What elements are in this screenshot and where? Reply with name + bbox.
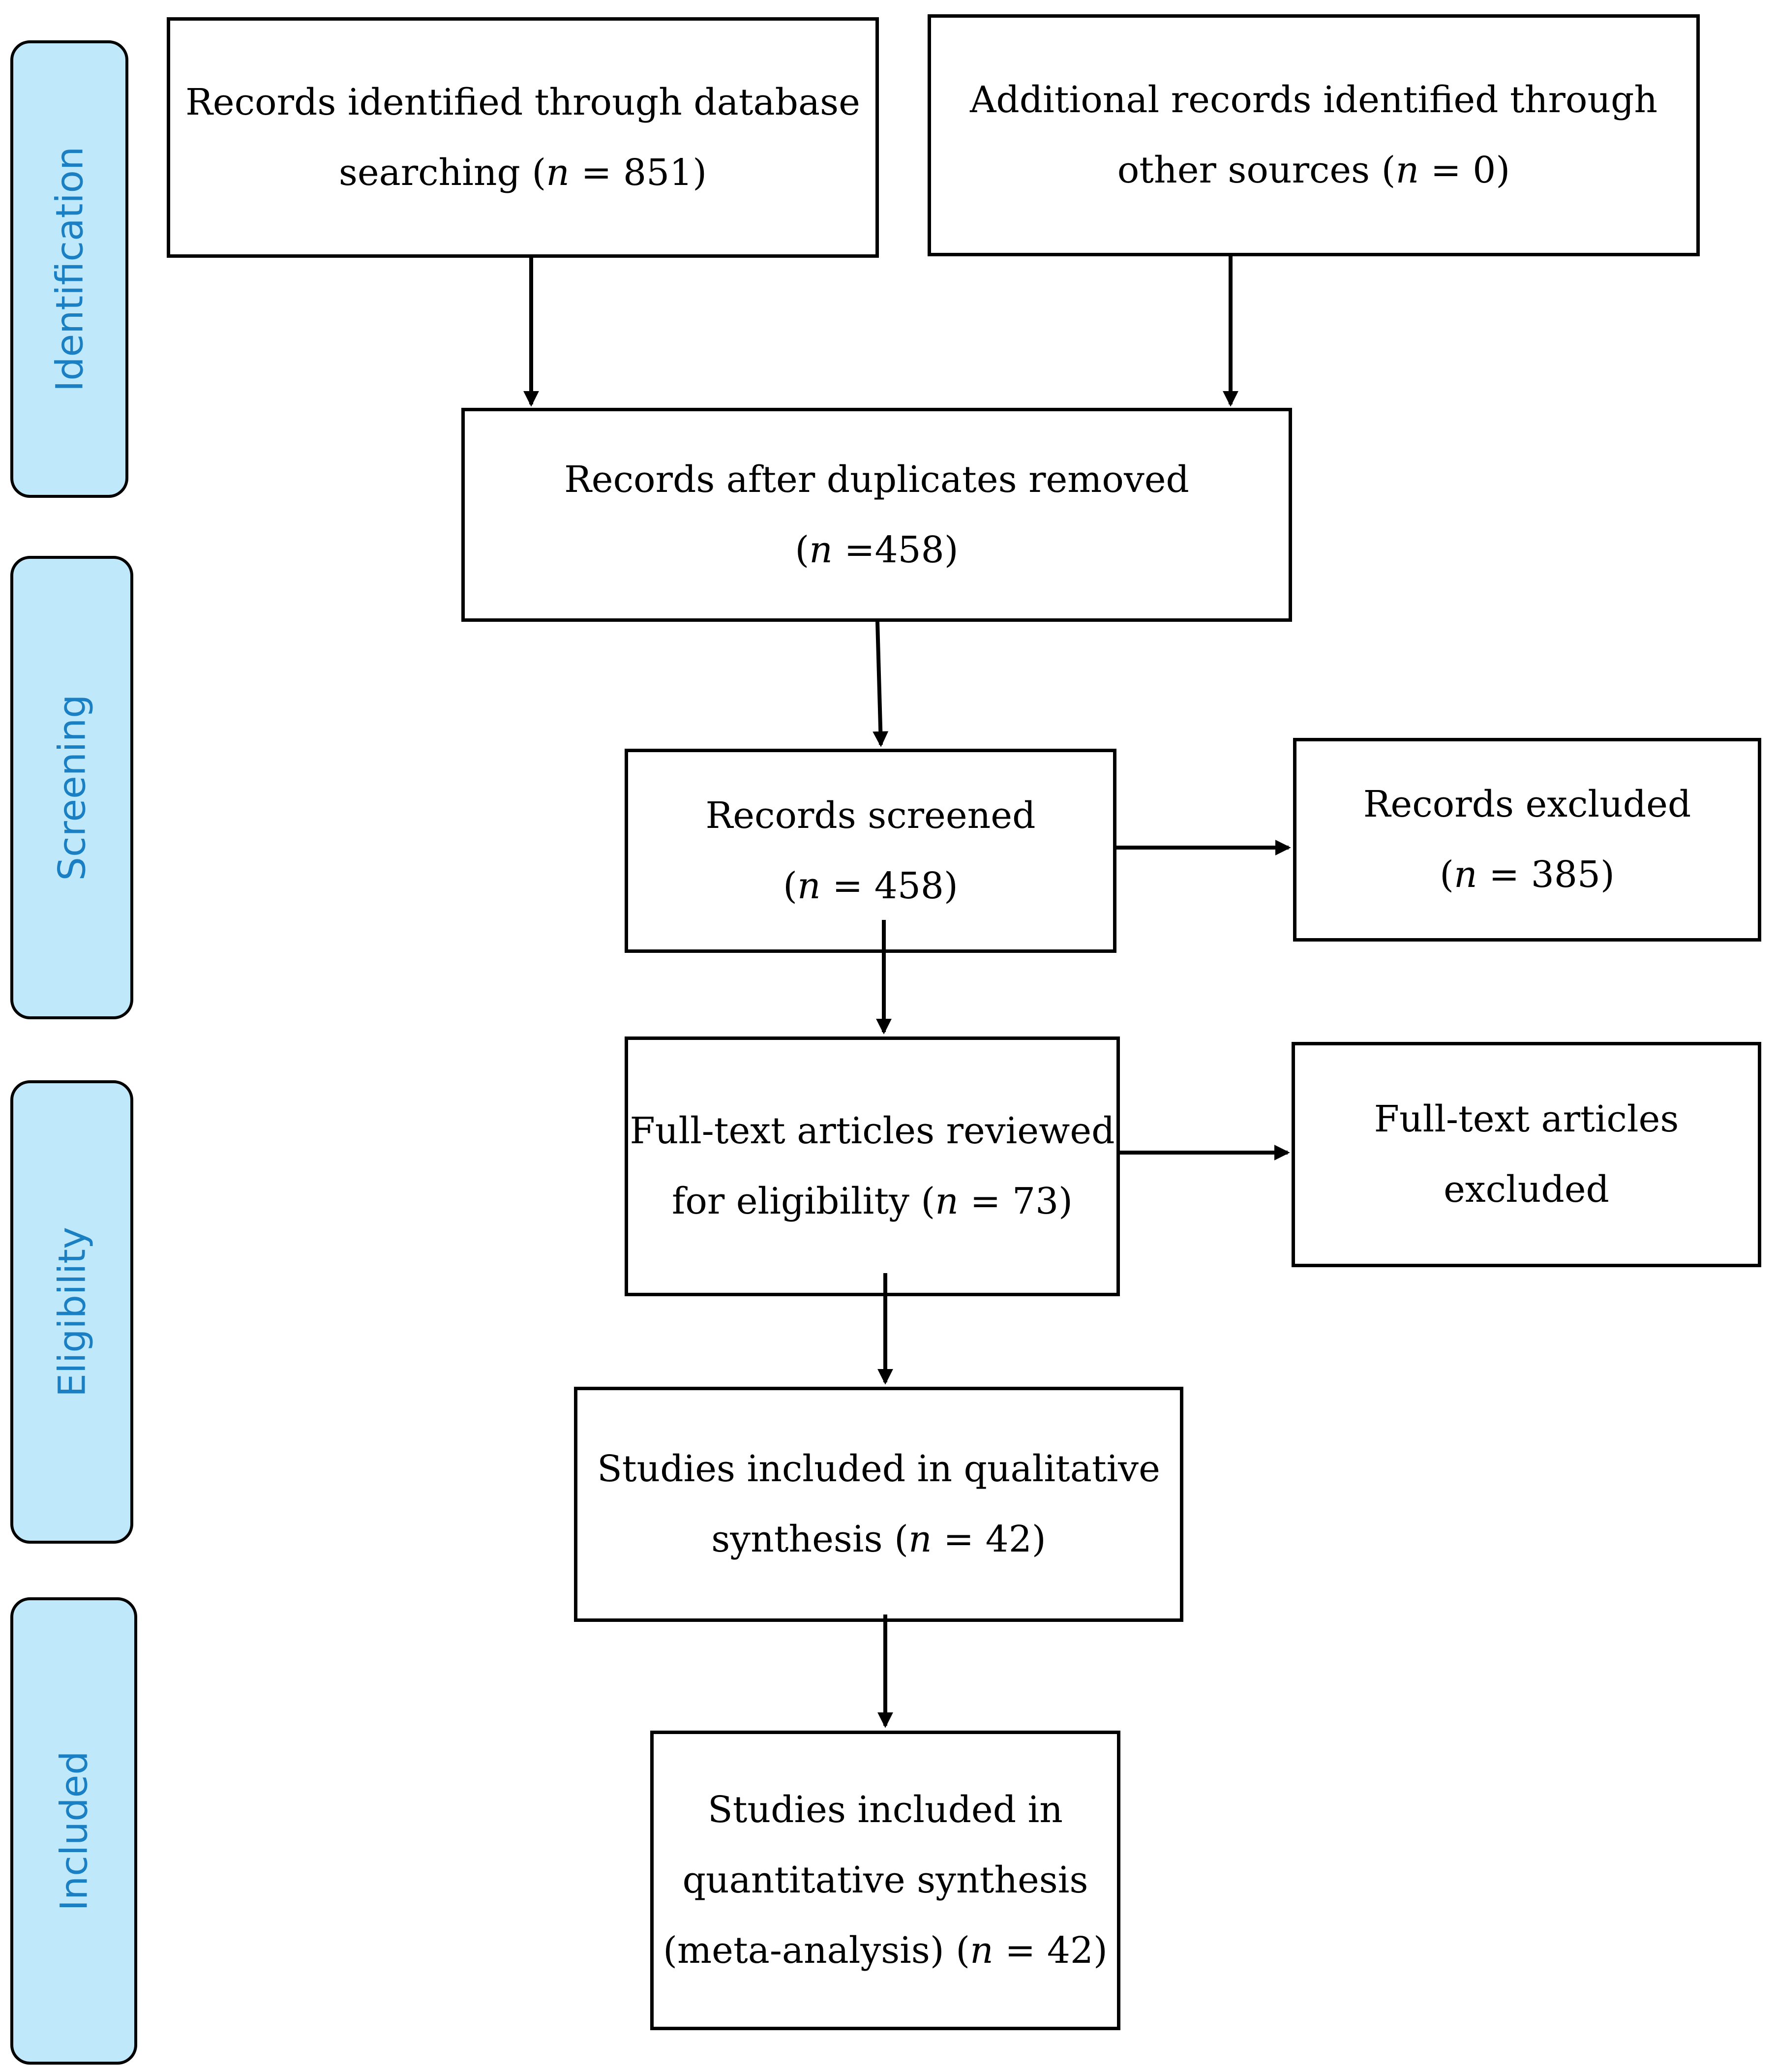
box-line: (n = 385) [1440,853,1615,896]
box-quantitative-synthesis: Studies included in quantitative synthes… [650,1731,1120,2030]
stage-included: Included [10,1597,137,2065]
box-line: Records after duplicates removed [564,458,1189,501]
box-line: (meta-analysis) (n = 42) [663,1929,1108,1972]
box-line: Additional records identified through [969,79,1658,121]
box-fulltext-excluded: Full-text articles excluded [1292,1042,1761,1267]
box-other-sources: Additional records identified through ot… [928,14,1700,256]
box-line: (n =458) [795,528,959,571]
box-line: Records screened [705,794,1036,837]
box-qualitative-synthesis: Studies included in qualitative synthesi… [574,1387,1183,1622]
box-line: Records identified through database [185,81,860,123]
box-line: searching (n = 851) [338,151,707,194]
box-after-duplicates: Records after duplicates removed (n =458… [461,408,1292,622]
box-records-screened: Records screened (n = 458) [625,749,1116,953]
box-line: synthesis (n = 42) [711,1518,1046,1560]
box-line: Full-text articles [1374,1098,1679,1140]
box-line: for eligibility (n = 73) [671,1180,1073,1222]
box-line: excluded [1444,1168,1609,1211]
box-line: quantitative synthesis [682,1859,1088,1901]
arrow-duplicates-to-screened [873,621,889,747]
stage-screening: Screening [10,556,133,1019]
stage-identification: Identification [10,40,128,498]
stage-eligibility: Eligibility [10,1080,133,1544]
box-line: (n = 458) [783,864,958,907]
box-line: Records excluded [1363,783,1691,825]
box-line: Studies included in [708,1789,1063,1831]
box-records-excluded: Records excluded (n = 385) [1293,738,1761,942]
box-line: Studies included in qualitative [597,1448,1160,1490]
box-fulltext-reviewed: Full-text articles reviewed for eligibil… [625,1036,1120,1296]
box-line: Full-text articles reviewed [630,1110,1115,1152]
box-line: other sources (n = 0) [1117,149,1510,191]
box-database-search: Records identified through database sear… [167,17,879,258]
